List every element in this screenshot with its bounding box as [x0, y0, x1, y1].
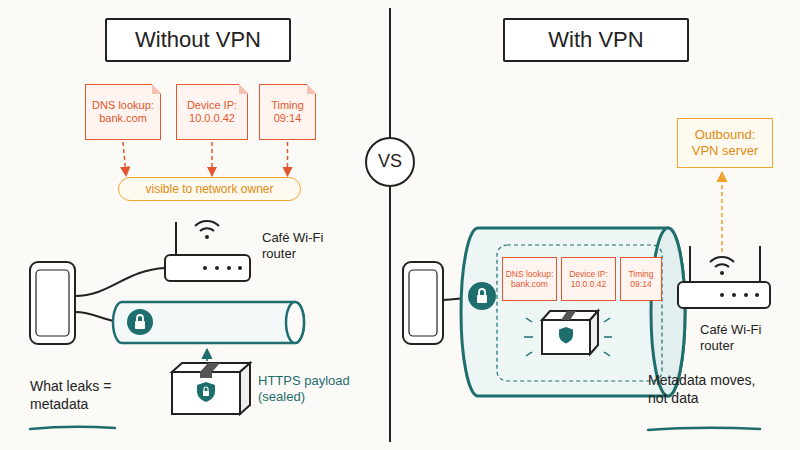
- versus-circle: VS: [365, 137, 415, 187]
- package-tape: [561, 311, 576, 320]
- phone-icon: [30, 262, 75, 344]
- wifi-arc: [200, 228, 214, 231]
- router-light: [215, 266, 219, 270]
- annotation-label: Metadata moves, not data: [648, 372, 760, 407]
- node-text: DNS lookup: bank.com: [89, 99, 157, 125]
- wifi-arc: [710, 257, 734, 262]
- section-heading: Without VPN: [105, 18, 291, 62]
- package-front: [172, 372, 240, 414]
- motion-line: [604, 318, 610, 322]
- node-text: DNS lookup: bank.com: [505, 269, 554, 289]
- tunnel-body: [113, 302, 304, 343]
- package-icon: [172, 363, 250, 414]
- router-light: [238, 266, 242, 270]
- router-antenna: [689, 246, 691, 282]
- package-side: [590, 311, 598, 354]
- node-text: Timing 09:14: [263, 99, 312, 125]
- motion-line: [526, 352, 532, 356]
- lock-badge: [127, 309, 153, 335]
- package-side: [240, 363, 250, 414]
- wifi-dot: [205, 235, 209, 239]
- metadata-card: DNS lookup: bank.com: [85, 84, 161, 140]
- dashed-arrow: [287, 142, 289, 175]
- lock-shackle: [137, 315, 143, 321]
- phone-screen: [36, 270, 69, 336]
- metadata-card: Timing 09:14: [259, 84, 316, 140]
- dashed-arrow: [211, 142, 213, 175]
- wifi-dot: [720, 271, 724, 275]
- router-light: [744, 293, 748, 297]
- leader-arrow: [206, 350, 208, 361]
- shield-icon: [197, 382, 215, 402]
- wifi-arc: [195, 221, 219, 226]
- node-text: VS: [378, 151, 402, 173]
- metadata-card: DNS lookup: bank.com: [502, 257, 557, 301]
- router-light: [732, 293, 736, 297]
- lock-badge: [468, 282, 496, 310]
- node-text: Without VPN: [135, 27, 261, 53]
- motion-line: [526, 318, 532, 322]
- router-icon: [678, 246, 770, 308]
- package-icon: [524, 311, 612, 356]
- tunnel-body: [461, 228, 685, 396]
- lock-body: [203, 391, 209, 396]
- node-text: Device IP: 10.0.0.42: [564, 269, 613, 289]
- motion-line: [604, 336, 612, 338]
- router-light: [203, 266, 207, 270]
- dashed-arrow: [123, 142, 126, 175]
- outbound-box: Outbound: VPN server: [677, 118, 773, 168]
- metadata-card: Device IP: 10.0.0.42: [176, 84, 248, 140]
- node-text: Timing 09:14: [623, 269, 659, 289]
- phone-body: [403, 262, 443, 344]
- lock-shackle: [479, 289, 485, 295]
- visibility-pill: visible to network owner: [118, 177, 301, 201]
- metadata-card: Timing 09:14: [620, 257, 662, 301]
- cable: [75, 268, 165, 296]
- tunnel-end: [651, 228, 685, 396]
- router-body: [165, 255, 250, 281]
- annotation-label: HTTPS payload (sealed): [258, 373, 358, 406]
- motion-line: [604, 352, 610, 356]
- metadata-card: Device IP: 10.0.0.42: [561, 257, 616, 301]
- node-text: Outbound: VPN server: [682, 127, 768, 158]
- node-text: Device IP: 10.0.0.42: [180, 99, 244, 125]
- router-light: [755, 293, 759, 297]
- annotation-label: What leaks = metadata: [30, 378, 125, 413]
- https-tunnel: [113, 302, 304, 343]
- phone-screen: [409, 270, 437, 336]
- wifi-arc: [715, 264, 729, 267]
- router-body: [678, 282, 770, 308]
- router-antenna: [175, 222, 177, 255]
- underline: [30, 427, 115, 429]
- phone-icon: [403, 262, 443, 344]
- vpn-tunnel: [461, 228, 685, 396]
- tunnel-end: [286, 302, 304, 343]
- annotation-label: Café Wi-Fi router: [262, 230, 342, 263]
- node-text: visible to network owner: [145, 182, 273, 196]
- annotation-label: Café Wi-Fi router: [700, 322, 780, 355]
- node-text: With VPN: [548, 27, 643, 53]
- inner-border: [497, 245, 662, 381]
- lock-shackle: [204, 387, 208, 391]
- package-tape: [200, 372, 212, 378]
- section-heading: With VPN: [503, 18, 689, 62]
- motion-line: [524, 336, 533, 338]
- router-light: [227, 266, 231, 270]
- phone-body: [30, 262, 75, 344]
- package-top: [542, 311, 598, 320]
- package-tape: [200, 363, 220, 372]
- underline: [648, 428, 760, 430]
- lock-body: [135, 321, 145, 329]
- router-light: [720, 293, 724, 297]
- router-icon: [165, 221, 250, 281]
- leader-arrow: [721, 173, 723, 252]
- lock-body: [477, 295, 487, 303]
- router-antenna: [759, 246, 761, 282]
- shield-icon: [559, 327, 573, 344]
- package-top: [172, 363, 250, 372]
- divider-line: [389, 8, 391, 442]
- package-front: [542, 320, 590, 354]
